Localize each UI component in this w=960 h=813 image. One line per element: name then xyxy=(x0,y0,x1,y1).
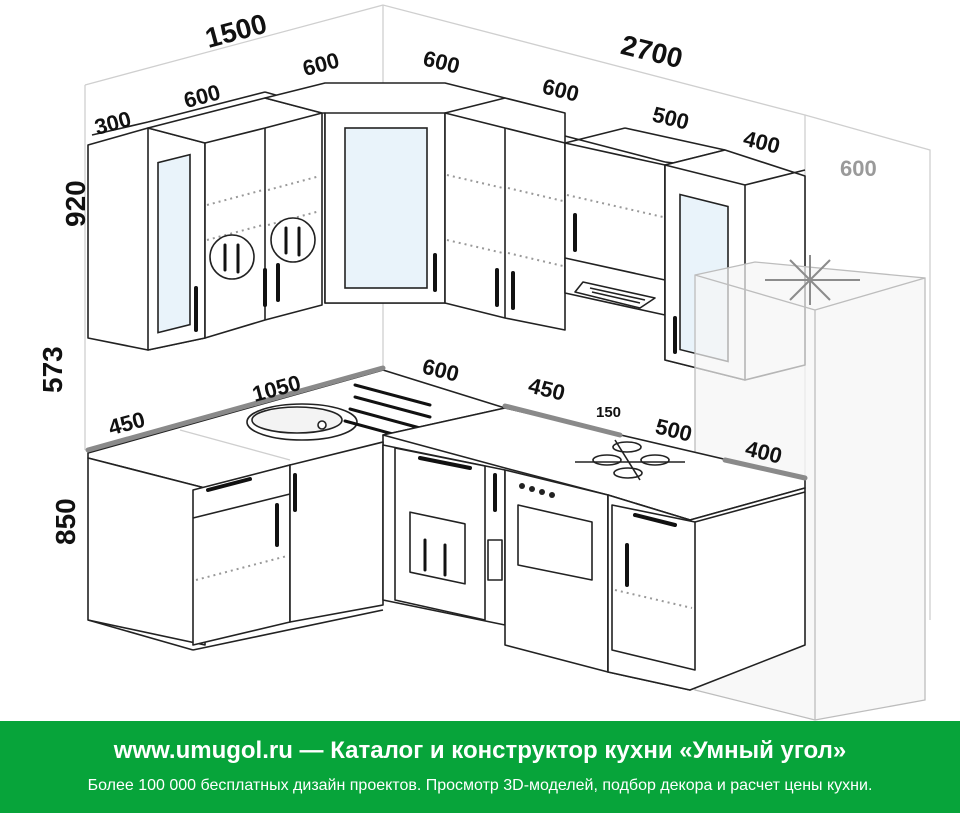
promo-footer: www.umugol.ru — Каталог и конструктор ку… xyxy=(0,721,960,813)
base-dishwasher xyxy=(382,444,506,626)
dim-worktop-600: 600 xyxy=(420,354,462,387)
dishwasher-icon xyxy=(409,511,466,585)
plate-fork-knife-icon xyxy=(209,234,255,280)
dim-top-right-total: 2700 xyxy=(618,29,686,74)
dim-worktop-150: 150 xyxy=(596,404,621,421)
upper-cabinet-right xyxy=(444,97,566,331)
gas-hob-burners-icon xyxy=(575,439,685,481)
dim-upper-600-d: 600 xyxy=(540,74,582,107)
upper-cabinet-left-glass xyxy=(87,127,206,351)
dim-height-920: 920 xyxy=(60,180,91,227)
stove-knobs-icon xyxy=(519,483,555,498)
base-cabinet-right xyxy=(607,487,806,691)
base-cabinet-left xyxy=(87,441,384,651)
upper-cabinet-left-plates xyxy=(147,97,323,339)
dim-fridge-600: 600 xyxy=(840,156,877,181)
dim-height-573: 573 xyxy=(37,346,68,393)
footer-subtitle: Более 100 000 бесплатных дизайн проектов… xyxy=(87,777,873,794)
footer-title[interactable]: www.umugol.ru — Каталог и конструктор ку… xyxy=(113,737,847,764)
plate-fork-knife-icon xyxy=(270,217,316,263)
dim-upper-400: 400 xyxy=(741,126,783,159)
dim-height-850: 850 xyxy=(50,498,81,545)
dim-upper-500: 500 xyxy=(650,102,692,135)
dim-worktop-500: 500 xyxy=(653,414,695,447)
snowflake-icon xyxy=(765,255,860,305)
oven-window xyxy=(517,504,593,581)
bottle-icon xyxy=(487,539,503,581)
dim-upper-600-a: 600 xyxy=(181,79,223,113)
dim-top-left-total: 1500 xyxy=(202,8,270,54)
dim-upper-600-c: 600 xyxy=(421,46,463,79)
dim-worktop-450-right: 450 xyxy=(526,373,568,406)
kitchen-drawing: 1500 2700 300 600 600 600 600 500 400 60… xyxy=(37,4,931,721)
dim-upper-600-b: 600 xyxy=(300,47,342,81)
